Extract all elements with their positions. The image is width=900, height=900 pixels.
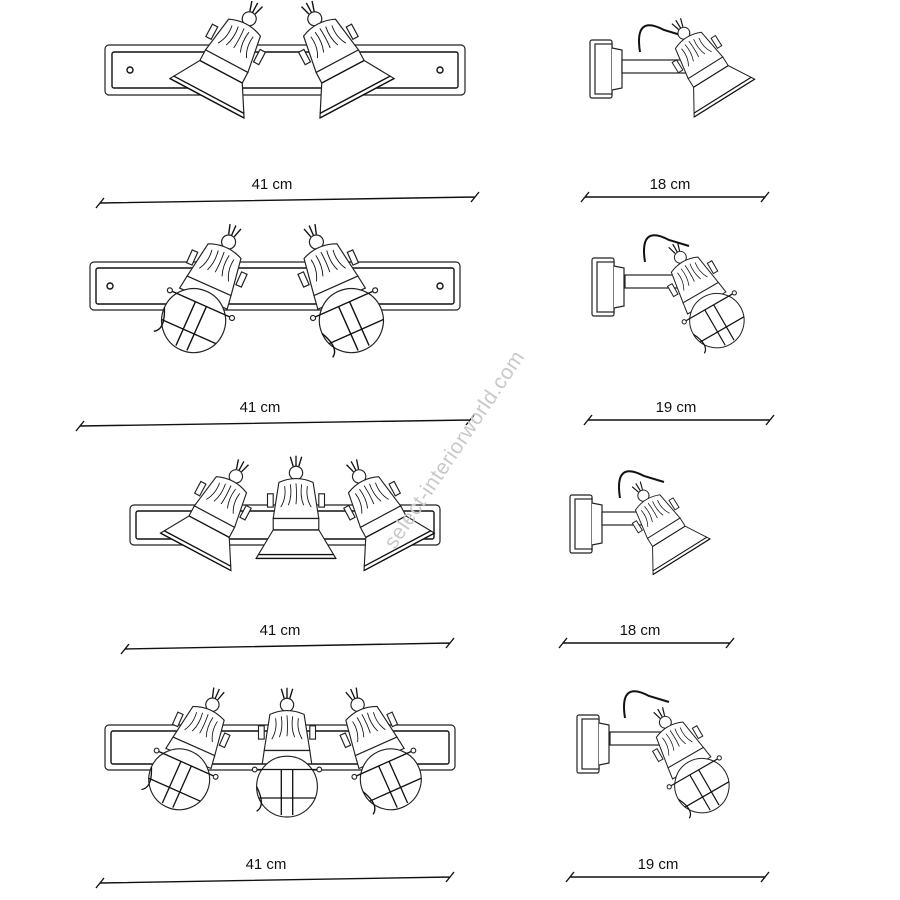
row-1-side-view <box>589 1 755 117</box>
dimension-line-depth <box>583 414 775 426</box>
width-label: 41 cm <box>245 856 287 873</box>
row-2-side-view <box>591 229 758 360</box>
dimension-line-width <box>95 871 455 889</box>
width-label: 41 cm <box>251 176 293 193</box>
cage-lamp <box>646 229 758 360</box>
row-1-front-view <box>104 0 466 118</box>
dimension-line-depth <box>580 191 770 203</box>
row-4-front-view <box>104 675 456 821</box>
row-4-side-view <box>576 690 743 825</box>
depth-label: 19 cm <box>637 856 679 873</box>
dimension-line-width <box>75 414 475 432</box>
width-label: 41 cm <box>259 622 301 639</box>
row-3-side-view <box>569 466 710 575</box>
depth-label: 18 cm <box>649 176 691 193</box>
cage-lamp <box>631 694 743 825</box>
row-2-front-view <box>89 211 461 365</box>
dimension-line-width <box>120 637 455 655</box>
dimension-line-depth <box>558 637 735 649</box>
dimension-line-depth <box>565 871 770 883</box>
mounting-bar <box>89 261 461 311</box>
spot-lamp <box>645 1 754 117</box>
row-3-front-view <box>129 443 441 571</box>
depth-label: 19 cm <box>655 399 697 416</box>
dimension-line-width <box>95 191 480 209</box>
width-label: 41 cm <box>239 399 281 416</box>
depth-label: 18 cm <box>619 622 661 639</box>
spot-lamp <box>256 456 336 559</box>
